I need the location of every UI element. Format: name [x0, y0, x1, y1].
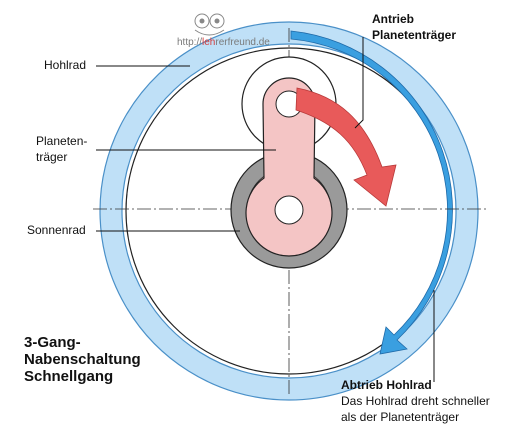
- watermark-owl-logo: [194, 13, 225, 36]
- carrier-drive-arrow: [295, 87, 397, 207]
- leader-antrieb: [354, 37, 364, 129]
- label-sonnenrad: Sonnenrad: [27, 223, 86, 237]
- diagram-title: 3-Gang- Nabenschaltung Schnellgang: [24, 334, 141, 385]
- label-antrieb-sub: Planetenträger: [372, 28, 457, 42]
- title-line-1: 3-Gang-: [24, 334, 81, 351]
- watermark-url: http://lehrerfreund.de: [177, 37, 270, 48]
- carrier-center-hole: [274, 195, 304, 225]
- planet-carrier: [245, 77, 333, 257]
- label-abtrieb-title: Abtrieb Hohlrad: [341, 378, 432, 392]
- title-line-2: Nabenschaltung: [24, 351, 141, 368]
- label-abtrieb-desc-1: Das Hohlrad dreht schneller: [341, 394, 490, 408]
- ring-gear: [99, 21, 479, 401]
- title-line-3: Schnellgang: [24, 368, 114, 385]
- label-hohlrad: Hohlrad: [44, 58, 87, 72]
- label-antrieb-title: Antrieb: [372, 12, 414, 26]
- label-planetentraeger-1: Planeten-: [36, 134, 88, 148]
- label-planetentraeger-2: träger: [36, 150, 68, 164]
- label-abtrieb-desc-2: als der Planetenträger: [341, 410, 460, 424]
- ring-rotation-arrow: [290, 30, 453, 355]
